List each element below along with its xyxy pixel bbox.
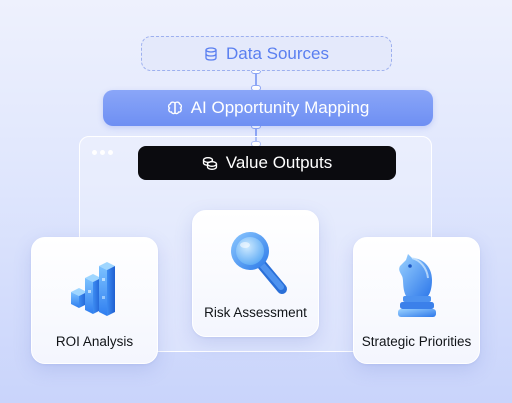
window-dot [100,150,105,155]
value-outputs-label: Value Outputs [225,153,333,172]
bar-chart-icon [71,262,115,316]
roi-analysis-card: ROI Analysis [31,237,158,364]
data-sources-label: Data Sources [226,43,329,63]
window-dot [92,150,97,155]
ai-mapping-node: AI Opportunity Mapping [103,90,433,126]
data-sources-node: Data Sources [141,36,392,71]
database-icon [205,46,217,61]
window-dot [108,150,113,155]
value-outputs-node: Value Outputs [138,146,396,180]
ai-mapping-label: AI Opportunity Mapping [190,98,370,117]
chess-knight-icon [398,254,436,317]
brain-icon [167,101,182,115]
risk-assessment-card: Risk Assessment [192,210,319,337]
roi-analysis-label: ROI Analysis [55,334,134,349]
connector-line [255,71,257,90]
magnifying-glass-icon [231,232,287,294]
strategic-priorities-label: Strategic Priorities [361,334,472,349]
coins-icon [202,157,217,170]
risk-assessment-label: Risk Assessment [204,305,307,320]
strategic-priorities-card: Strategic Priorities [353,237,480,364]
